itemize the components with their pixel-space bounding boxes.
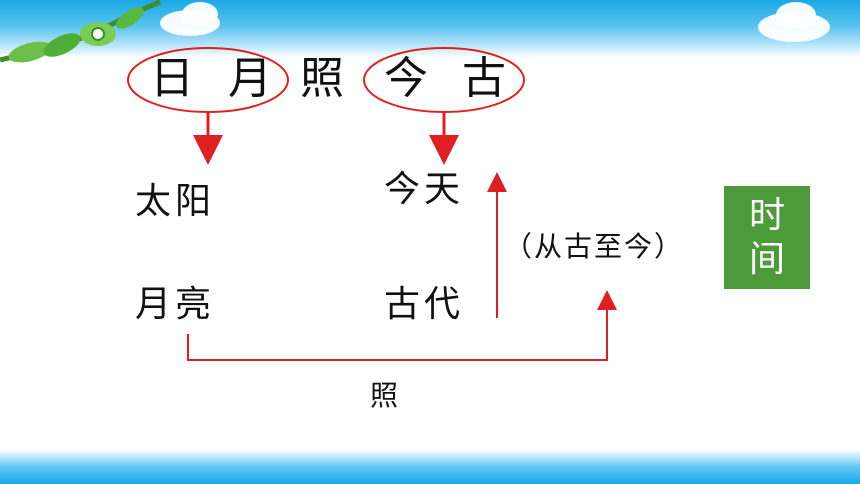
time-box-char-1: 时 [748, 194, 785, 236]
cloud-right-2 [776, 2, 816, 28]
cloud-left-2 [182, 2, 218, 26]
vine-decoration [0, 0, 161, 63]
meaning-taiyang: 太阳 [135, 181, 216, 222]
bottom-band [0, 450, 860, 484]
meaning-jintian: 今天 [384, 169, 465, 210]
time-box: 时 间 [724, 186, 810, 289]
time-box-char-2: 间 [748, 238, 785, 280]
phrase-zhao: 照 [300, 53, 354, 104]
label-zhao-bottom: 照 [370, 379, 401, 412]
meaning-yueliang: 月亮 [135, 284, 216, 325]
phrase-jin-gu: 今 古 [384, 53, 516, 104]
meaning-gudai: 古代 [384, 284, 465, 325]
arrow-moon-to-time [187, 290, 617, 361]
meaning-cong-gu-zhi-jin: （从古至今） [504, 230, 685, 263]
phrase-ri-yue: 日 月 [150, 53, 282, 104]
